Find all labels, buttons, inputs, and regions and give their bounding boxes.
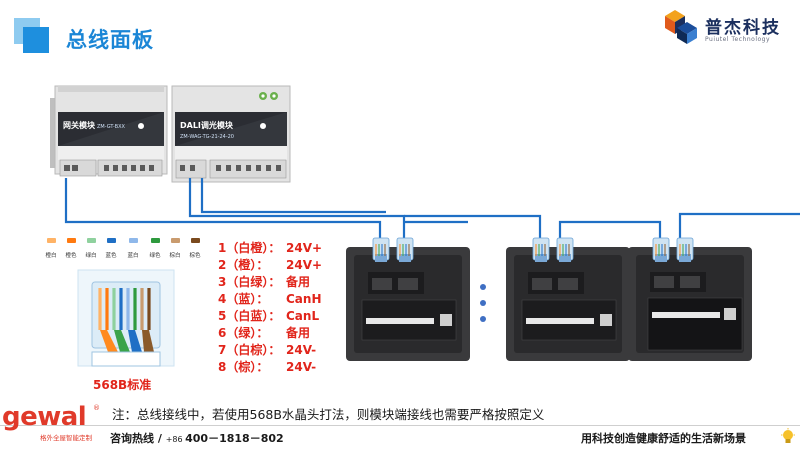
dali-module-label: DALI调光模块 <box>180 120 234 130</box>
hotline-number: 400－1818－802 <box>185 432 284 445</box>
bus-panel-3 <box>628 247 752 361</box>
pin-row: 3（白绿）：备用 <box>218 275 311 289</box>
registered-mark: ® <box>93 404 100 412</box>
rj45-connector-5 <box>652 237 670 262</box>
hotline: 咨询热线 / +86 400－1818－802 <box>110 430 284 446</box>
lightbulb-icon <box>781 428 795 443</box>
bus-wires <box>64 178 800 242</box>
wire-color-item: 绿白 <box>82 238 100 259</box>
bus-panel-1 <box>346 247 470 361</box>
pin-row: 7（白棕）：24V- <box>218 343 317 357</box>
rj45-connector-4 <box>556 237 574 262</box>
dali-dimming-module: DALI调光模块 ZM-WAG-TG-21-24-20 <box>171 85 291 183</box>
wire-color-item: 蓝白 <box>124 238 142 259</box>
bus-panel-2 <box>506 247 630 361</box>
hotline-country-code: +86 <box>165 435 186 444</box>
wire-color-item: 棕色 <box>186 238 204 259</box>
wire-color-item: 蓝色 <box>102 238 120 259</box>
pin-row: 4（蓝）： CanH <box>218 292 322 306</box>
wire-color-item: 绿色 <box>146 238 164 259</box>
gateway-module: 网关模块 ZM-GT-BXX <box>50 85 168 177</box>
wire-color-legend: 橙白 橙色 绿白 蓝色 蓝白 绿色 棕白 棕色 <box>40 238 201 268</box>
gateway-module-label: 网关模块 <box>63 120 96 130</box>
footer-divider <box>0 425 800 426</box>
wire-color-item: 橙色 <box>62 238 80 259</box>
rj45-connector-6 <box>676 237 694 262</box>
page-title: 总线面板 <box>66 28 154 52</box>
title-square-icon <box>14 18 49 53</box>
footer-tagline: 用科技创造健康舒适的生活新场景 <box>581 432 746 445</box>
pin-row: 5（白蓝）：CanL <box>218 309 320 323</box>
brand-english-name: Puiutel Technology <box>705 36 771 43</box>
ellipsis-dots <box>480 284 486 322</box>
standard-label: 568B标准 <box>93 378 152 392</box>
gewal-logo: gewal <box>2 402 87 432</box>
rj45-connector-2 <box>396 237 414 262</box>
rj45-connector-1 <box>372 237 390 262</box>
pin-row: 6（绿）： 备用 <box>218 326 311 340</box>
rj45-568b-plug <box>77 269 175 367</box>
pin-row: 8（棕）： 24V- <box>218 360 317 374</box>
footer-slogan: 格外全屋智能定制 <box>40 434 92 442</box>
rj45-connector-3 <box>532 237 550 262</box>
dali-module-code: ZM-WAG-TG-21-24-20 <box>180 134 234 140</box>
gateway-module-code: ZM-GT-BXX <box>97 124 125 130</box>
brand-name: 普杰科技 <box>705 18 781 38</box>
brand-logo: 普杰科技 Puiutel Technology <box>655 6 795 46</box>
puiutel-cube-icon <box>665 10 697 44</box>
wire-color-item: 橙白 <box>42 238 60 259</box>
wiring-note: 注：总线接线中，若使用568B水晶头打法，则模块端接线也需要严格按照定义 <box>112 407 545 422</box>
wire-color-item: 棕白 <box>166 238 184 259</box>
pin-row: 2（橙）： 24V+ <box>218 258 323 272</box>
pin-row: 1（白橙）：24V+ <box>218 241 323 255</box>
hotline-label: 咨询热线 / <box>110 432 166 445</box>
